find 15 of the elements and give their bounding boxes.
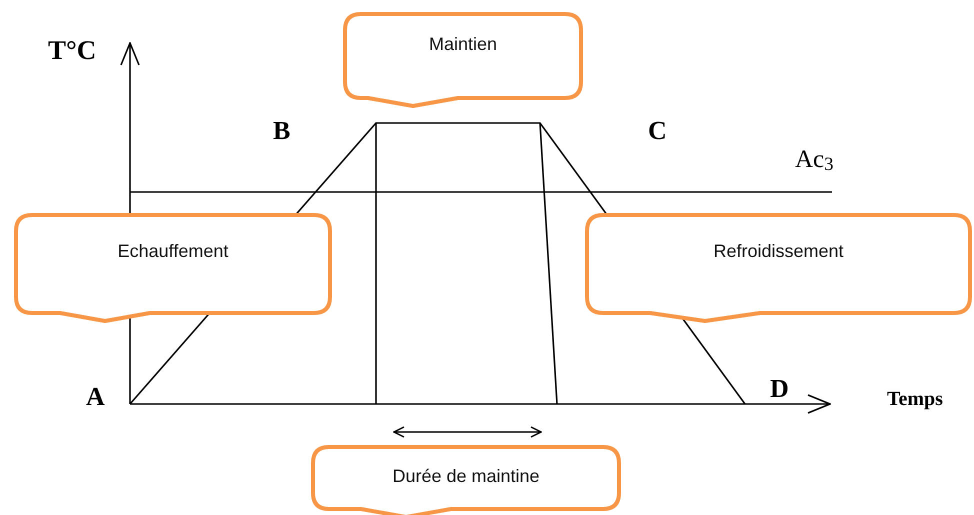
point-label: D xyxy=(770,376,789,402)
callout-text: Echauffement xyxy=(116,241,230,262)
point-label: B xyxy=(273,118,290,144)
axis-label: T°C xyxy=(48,37,96,64)
point-label: C xyxy=(648,118,667,144)
callout-box xyxy=(585,213,972,325)
callout-box xyxy=(311,445,621,515)
point-label: A xyxy=(86,384,105,410)
axis-label: Temps xyxy=(887,389,943,409)
callout-text: Durée de maintine xyxy=(391,466,541,487)
callout-box xyxy=(343,12,583,110)
callout-text: Maintien xyxy=(428,34,498,55)
line-label: Ac$_{3}$ xyxy=(795,147,834,175)
callout-box xyxy=(14,213,332,325)
callout-text: Refroidissement xyxy=(712,241,845,262)
